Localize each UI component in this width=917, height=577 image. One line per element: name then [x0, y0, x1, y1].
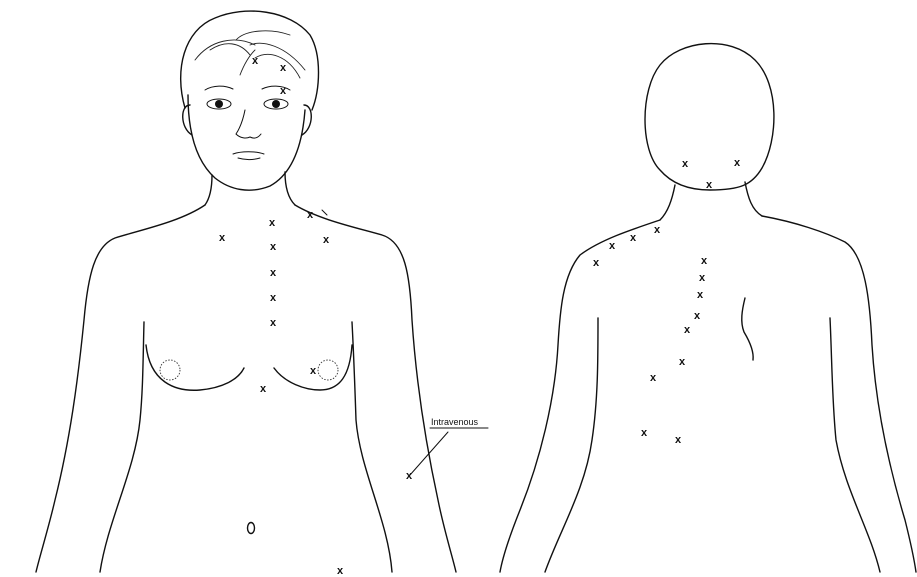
marker-x: x — [706, 179, 713, 191]
marker-x: x — [337, 565, 344, 577]
intravenous-callout: Intravenous — [410, 417, 488, 475]
front-left-areola — [160, 360, 180, 380]
front-hair-strands — [195, 31, 305, 78]
marker-x: x — [593, 257, 600, 269]
front-left-pupil — [215, 100, 223, 108]
marker-x: x — [270, 241, 277, 253]
front-neck-left — [205, 175, 212, 205]
front-hair — [181, 11, 319, 110]
front-mouth — [233, 152, 264, 160]
marker-x: x — [280, 85, 287, 97]
back-neck-right — [745, 182, 762, 216]
back-torso-right — [762, 216, 916, 572]
marker-x: x — [641, 427, 648, 439]
marker-x: x — [270, 292, 277, 304]
front-left-eyebrow — [205, 86, 233, 90]
marker-x: x — [252, 55, 259, 67]
marker-layer: x x x x x x x x x x x x x x x x x x x x … — [219, 55, 741, 577]
marker-x: x — [699, 272, 706, 284]
marker-x: x — [270, 267, 277, 279]
marker-x: x — [701, 255, 708, 267]
marker-x: x — [406, 470, 413, 482]
marker-x: x — [654, 224, 661, 236]
marker-x: x — [219, 232, 226, 244]
front-inner-arm-right — [352, 322, 392, 572]
marker-x: x — [650, 372, 657, 384]
marker-x: x — [270, 317, 277, 329]
marker-x: x — [260, 383, 267, 395]
front-figure — [36, 11, 456, 572]
front-torso-right — [295, 205, 456, 572]
marker-x: x — [609, 240, 616, 252]
marker-x: x — [694, 310, 701, 322]
marker-x: x — [684, 324, 691, 336]
back-scapula — [742, 298, 753, 360]
marker-x: x — [269, 217, 276, 229]
front-neck-right — [285, 172, 295, 205]
marker-x: x — [682, 158, 689, 170]
front-inner-arm-left — [100, 322, 144, 572]
marker-x: x — [310, 365, 317, 377]
marker-x: x — [630, 232, 637, 244]
callout-leader — [410, 432, 448, 475]
back-torso-left — [500, 220, 660, 572]
back-figure — [500, 44, 916, 572]
front-face — [188, 95, 305, 190]
intravenous-label: Intravenous — [431, 417, 479, 427]
marker-x: x — [675, 434, 682, 446]
front-right-areola — [318, 360, 338, 380]
marker-x: x — [697, 289, 704, 301]
back-inner-arm-left — [545, 318, 598, 572]
back-neck-left — [660, 185, 675, 220]
marker-x: x — [280, 62, 287, 74]
front-right-pupil — [272, 100, 280, 108]
front-navel — [248, 523, 255, 534]
front-shoulder-tick — [322, 210, 327, 215]
back-head — [645, 44, 774, 190]
marker-x: x — [323, 234, 330, 246]
marker-x: x — [307, 209, 314, 221]
front-nose — [236, 110, 261, 138]
marker-x: x — [679, 356, 686, 368]
marker-x: x — [734, 157, 741, 169]
